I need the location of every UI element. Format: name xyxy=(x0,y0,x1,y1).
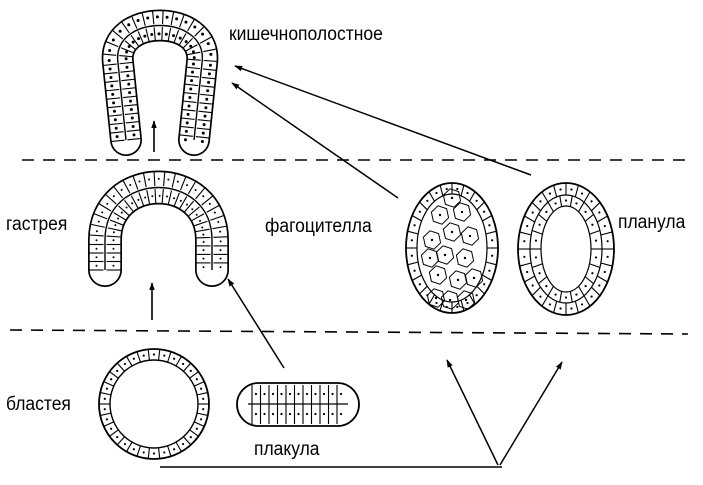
arrow-planula-to-coelenterate xyxy=(234,65,532,176)
blastaea-figure xyxy=(98,348,210,460)
arrow-phagocytella-to-coelenterate xyxy=(231,82,399,199)
label-planula: планула xyxy=(618,212,686,233)
level-divider-lower xyxy=(9,329,689,335)
label-blastaea: бластея xyxy=(6,394,71,415)
label-phagocytella: фагоцителла xyxy=(265,216,372,237)
label-gastraea: гастрея xyxy=(6,214,68,235)
placula-figure xyxy=(236,382,360,427)
arrow-base-to-planula xyxy=(499,361,563,466)
arrow-base-to-phagocytella xyxy=(446,359,499,466)
gastraea-figure xyxy=(88,170,229,287)
planula-figure xyxy=(517,182,615,316)
phagocytella-figure xyxy=(405,182,499,314)
arrow-placula-to-gastraea xyxy=(227,278,285,369)
coelenterate-figure xyxy=(101,9,219,156)
label-coelenterate: кишечнополостное xyxy=(229,24,383,45)
label-placula: плакула xyxy=(254,439,320,460)
